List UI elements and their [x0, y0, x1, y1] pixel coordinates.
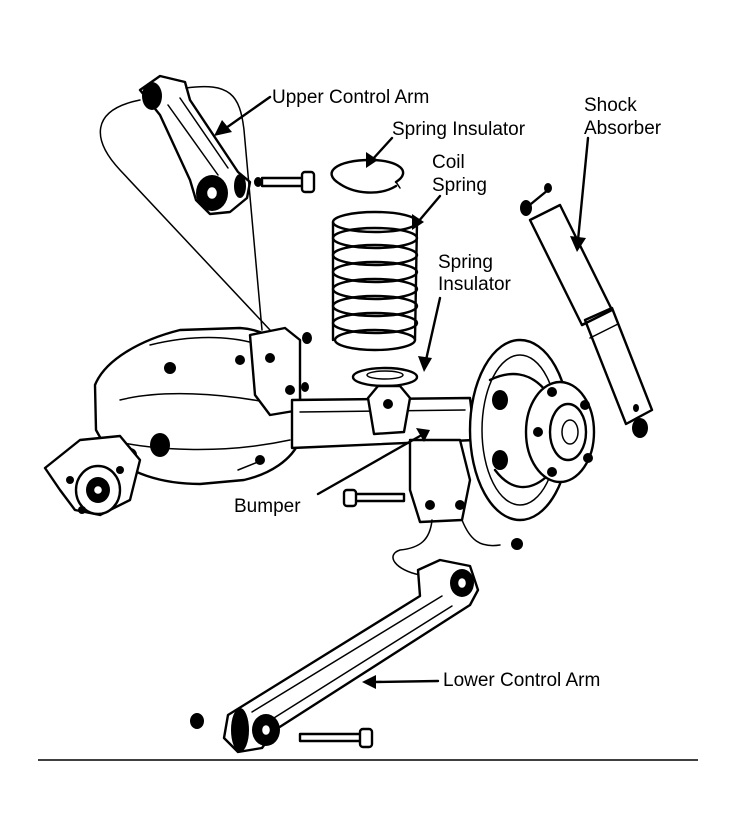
leader-arrows [214, 95, 590, 689]
upper-arm-bolt [254, 170, 316, 194]
lower-arm-bolt [190, 713, 374, 749]
label-upper-control-arm: Upper Control Arm [272, 87, 429, 108]
coil-spring [331, 210, 419, 352]
label-lower-control-arm: Lower Control Arm [443, 670, 600, 691]
label-bumper: Bumper [234, 496, 301, 517]
label-coil-spring: Spring [432, 175, 487, 196]
lower-control-arm [222, 558, 480, 754]
label-coil: Coil [432, 152, 465, 173]
wheel-hub [524, 380, 596, 484]
differential-housing [43, 326, 312, 517]
axle-tube [290, 384, 477, 450]
shock-absorber [520, 183, 654, 438]
label-spring-insulator-bottom-2: Insulator [438, 274, 512, 295]
upper-control-arm [138, 74, 252, 216]
label-shock-absorber: Absorber [584, 118, 662, 139]
arm-to-axle-line [99, 99, 271, 331]
lower-bracket [408, 438, 523, 550]
label-shock: Shock [584, 95, 637, 116]
label-spring-insulator-bottom-1: Spring [438, 252, 493, 273]
bumper-bolt [342, 488, 406, 508]
spring-insulator-bottom [351, 366, 419, 388]
label-spring-insulator-top: Spring Insulator [392, 119, 526, 140]
